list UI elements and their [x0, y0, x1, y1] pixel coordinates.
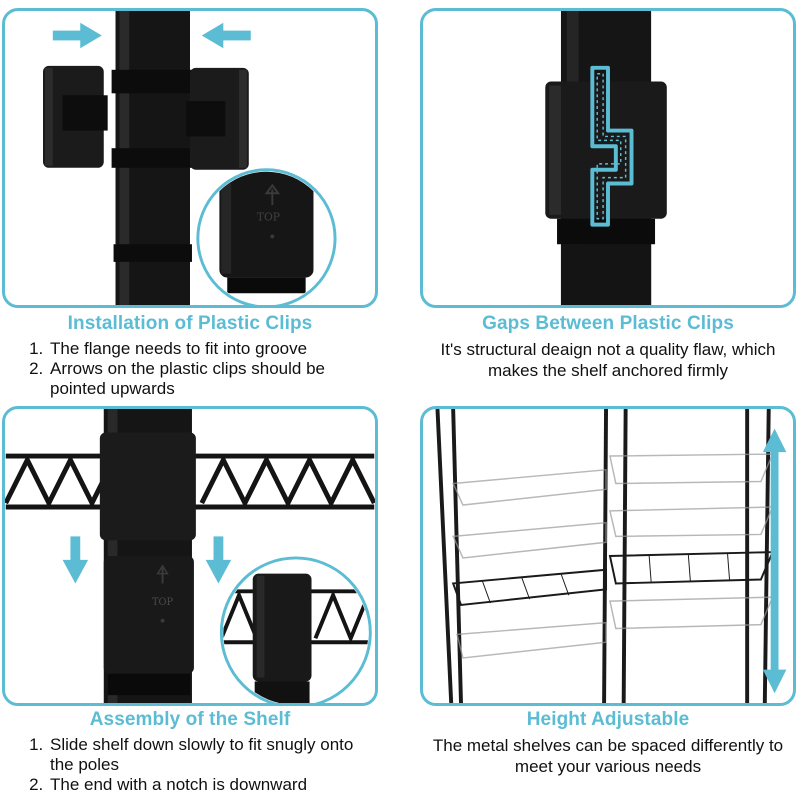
gaps-clips-panel [420, 8, 796, 308]
arrow-down-icon [62, 536, 89, 584]
installation-title: Installation of Plastic Clips [67, 313, 313, 334]
gap-outline [590, 65, 634, 227]
notch-detail-inset [219, 556, 372, 703]
step-item: Slide shelf down slowly to fit snugly on… [48, 735, 380, 775]
pole-with-clips-illustration: TOP [43, 11, 337, 305]
arrow-down-icon [205, 536, 232, 584]
height-caption: Height Adjustable The metal shelves can … [418, 709, 798, 777]
arrow-left-icon [201, 22, 251, 49]
assembly-title: Assembly of the Shelf [89, 709, 291, 730]
gaps-caption: Gaps Between Plastic Clips It's structur… [418, 313, 798, 381]
arrow-right-icon [52, 22, 102, 49]
shelf-slide-illustration: TOP [5, 409, 375, 703]
double-arrow-vertical-icon [762, 428, 787, 694]
height-description: The metal shelves can be spaced differen… [432, 736, 784, 776]
installation-steps: The flange needs to fit into groove Arro… [0, 339, 380, 399]
height-title: Height Adjustable [526, 709, 690, 730]
installation-clips-panel: TOP [2, 8, 378, 308]
assembly-steps: Slide shelf down slowly to fit snugly on… [0, 735, 380, 795]
shelf-assembly-panel: TOP [2, 406, 378, 706]
top-marking-text: TOP [257, 211, 280, 224]
clip-gap-illustration [545, 11, 667, 305]
assembly-caption: Assembly of the Shelf Slide shelf down s… [0, 709, 380, 795]
adjustable-shelving-illustration [435, 409, 787, 703]
gaps-description: It's structural deaign not a quality fla… [440, 340, 776, 380]
step-item: The end with a notch is downward [48, 775, 380, 795]
top-marking-inset: TOP [196, 168, 337, 305]
step-item: Arrows on the plastic clips should be po… [48, 359, 380, 399]
height-adjustable-panel [420, 406, 796, 706]
clip-top-text: TOP [152, 597, 174, 608]
step-item: The flange needs to fit into groove [48, 339, 380, 359]
installation-caption: Installation of Plastic Clips The flange… [0, 313, 380, 399]
gaps-title: Gaps Between Plastic Clips [482, 313, 734, 334]
